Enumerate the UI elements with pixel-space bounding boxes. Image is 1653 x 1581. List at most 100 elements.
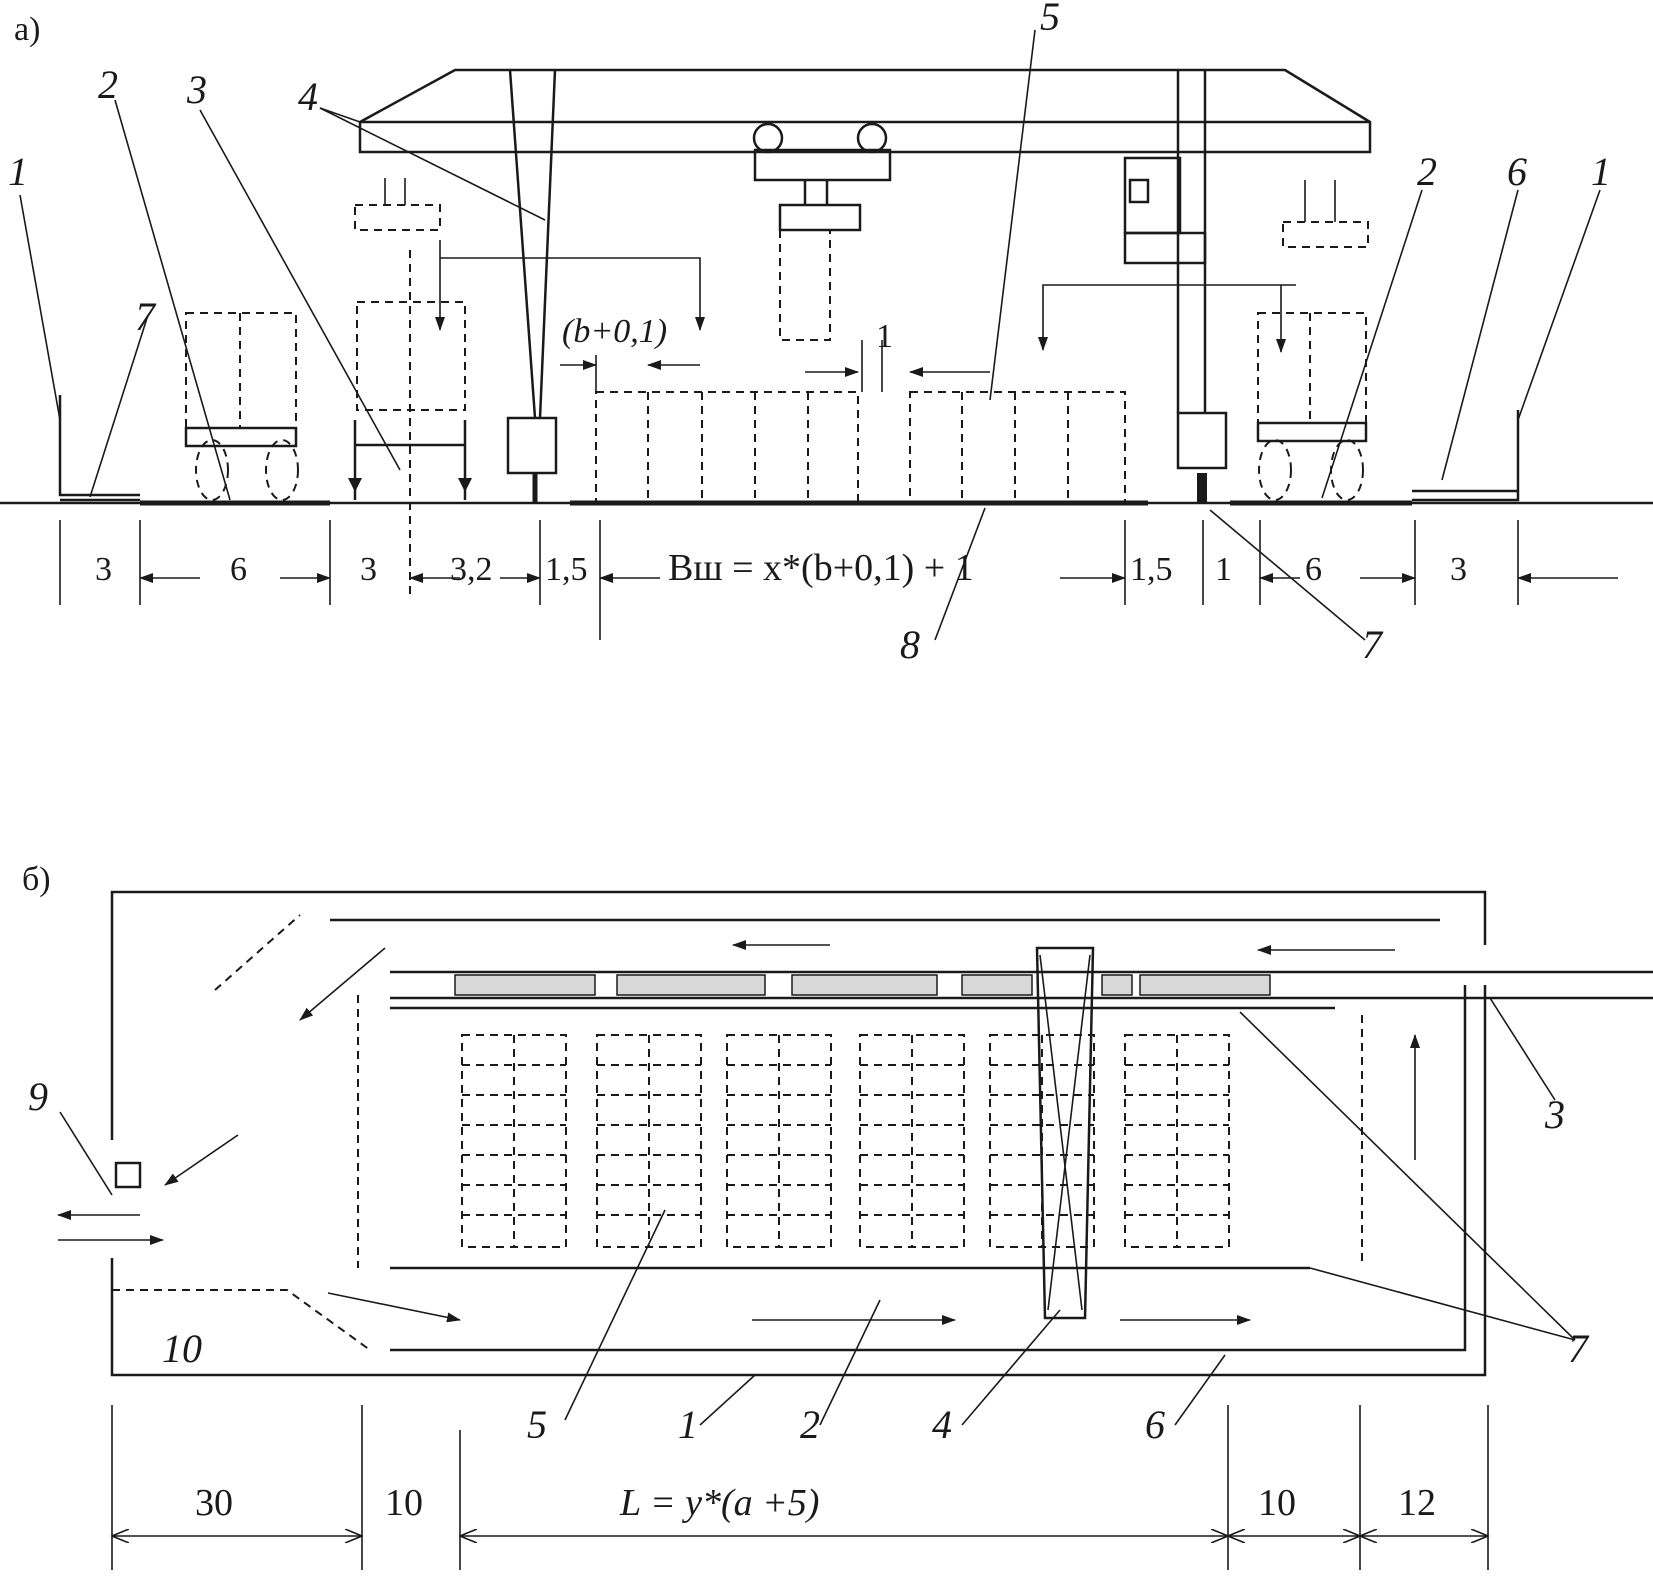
traffic-arrow-diag-1: [299, 947, 386, 1021]
flow-arrow-1: [440, 257, 705, 331]
callout-b-9: 9: [28, 1074, 48, 1119]
leader-a-7-left: [89, 314, 149, 498]
dashed-road-diag: [214, 914, 301, 991]
crane-leg-left-b: [538, 69, 557, 419]
dim-a-1: 1: [1215, 551, 1232, 588]
dim-a-3-left: 3: [95, 551, 112, 588]
leader-a-1-left: [19, 194, 61, 421]
container-stack-right: [909, 391, 1126, 503]
dim-b-12: 12: [1398, 1482, 1436, 1524]
container-stack-left: [595, 391, 859, 503]
gate-booth: [114, 1161, 142, 1189]
callout-a-6: 6: [1507, 149, 1527, 194]
callout-a-7-right: 7: [1362, 622, 1384, 667]
panel-a-label: а): [14, 11, 40, 48]
leader-b-4: [961, 1309, 1061, 1426]
callout-a-8: 8: [900, 622, 920, 667]
leader-b-5: [564, 1209, 666, 1421]
truck-wheel-right: [458, 478, 472, 492]
cabin-lower: [1123, 231, 1207, 265]
hanging-load-left: [354, 204, 441, 231]
dim-b-10-left: 10: [385, 1482, 423, 1524]
fence-right: [1412, 410, 1520, 502]
leader-b-9: [59, 1111, 113, 1196]
leader-a-4b: [319, 107, 546, 221]
leader-a-2-left: [114, 99, 231, 501]
callout-b-10: 10: [162, 1326, 202, 1371]
callout-a-7-left: 7: [135, 294, 157, 339]
leader-b-7a: [1239, 1011, 1576, 1341]
dim-a-3-right: 3: [1450, 551, 1467, 588]
trolley-wheel-right: [856, 122, 888, 154]
callout-b-6: 6: [1145, 1402, 1165, 1447]
container-block-2: [596, 1034, 702, 1248]
leader-a-6: [1441, 189, 1519, 481]
dim-a-3-mid: 3: [360, 551, 377, 588]
callout-a-1-left: 1: [8, 149, 28, 194]
leader-b-7b: [1309, 1267, 1576, 1341]
callout-b-1: 1: [678, 1402, 698, 1447]
callout-a-5: 5: [1040, 0, 1060, 39]
callout-b-5: 5: [527, 1402, 547, 1447]
hanging-load-right: [1282, 221, 1369, 248]
dim-a-6-right: 6: [1305, 551, 1322, 588]
callout-a-1-right: 1: [1591, 149, 1611, 194]
cabin-window: [1128, 178, 1150, 204]
callout-b-3: 3: [1544, 1092, 1565, 1137]
dim-a-1-5-right: 1,5: [1130, 551, 1173, 588]
leader-a-7-right: [1209, 509, 1366, 641]
callout-a-2-left: 2: [98, 62, 118, 107]
rail-wagons: [454, 974, 1271, 996]
panel-b-label: б): [22, 861, 51, 898]
dim-a-6-left: 6: [230, 551, 247, 588]
leader-b-3: [1489, 997, 1556, 1101]
callout-a-2-right: 2: [1417, 149, 1437, 194]
gap-small-label: 1: [876, 318, 893, 355]
flow-arrow-3: [1038, 284, 1296, 351]
wagon-right: [1256, 312, 1368, 501]
trolley-body: [753, 148, 892, 182]
crane-plan: [1035, 946, 1095, 1320]
crane-leg-box-left: [506, 416, 558, 475]
dim-b-10-right: 10: [1258, 1482, 1296, 1524]
crane-plan-brace-b: [1047, 954, 1091, 1311]
leader-a-2-right: [1321, 189, 1423, 499]
panel-a: а): [0, 0, 1653, 667]
callout-b-2: 2: [800, 1402, 820, 1447]
callout-b-7: 7: [1568, 1326, 1590, 1371]
site-boundary: [110, 890, 1487, 1140]
traffic-arrow-bottom-1: [327, 1292, 461, 1323]
dim-a-3-2: 3,2: [450, 551, 493, 588]
trolley-wheel-left: [752, 122, 784, 154]
fence-left: [58, 395, 140, 497]
leader-b-1: [699, 1374, 756, 1426]
traffic-arrow-diag-2: [164, 1134, 239, 1186]
callout-a-3: 3: [186, 67, 207, 112]
wagon-left: [184, 312, 299, 501]
formula-b: L = y*(a +5): [619, 1482, 819, 1524]
container-block-6: [1124, 1034, 1230, 1248]
gap-label: (b+0,1): [562, 313, 667, 350]
leader-a-3: [199, 109, 401, 471]
container-block-1: [461, 1034, 567, 1248]
dim-a-1-5-left: 1,5: [545, 551, 588, 588]
hanging-container: [779, 230, 831, 341]
parking-boundary: [112, 1289, 371, 1351]
formula-a: Bш = x*(b+0,1) + 1: [668, 547, 974, 589]
leader-a-1-right: [1517, 189, 1601, 421]
leader-a-5: [989, 29, 1036, 401]
dimension-line-a: [59, 520, 1618, 640]
operator-cabin: [1123, 156, 1182, 235]
spreader: [778, 203, 862, 232]
leader-a-8: [934, 507, 986, 641]
site-boundary-bottom: [110, 985, 1487, 1377]
dimension-line-b: [112, 1405, 1488, 1570]
leader-b-2: [819, 1299, 881, 1426]
container-block-4: [859, 1034, 965, 1248]
crane-wheel-right: [1197, 473, 1207, 503]
truck-wheel-left: [348, 478, 362, 492]
callout-b-4: 4: [932, 1402, 952, 1447]
container-block-3: [726, 1034, 832, 1248]
callout-a-4: 4: [298, 74, 318, 119]
